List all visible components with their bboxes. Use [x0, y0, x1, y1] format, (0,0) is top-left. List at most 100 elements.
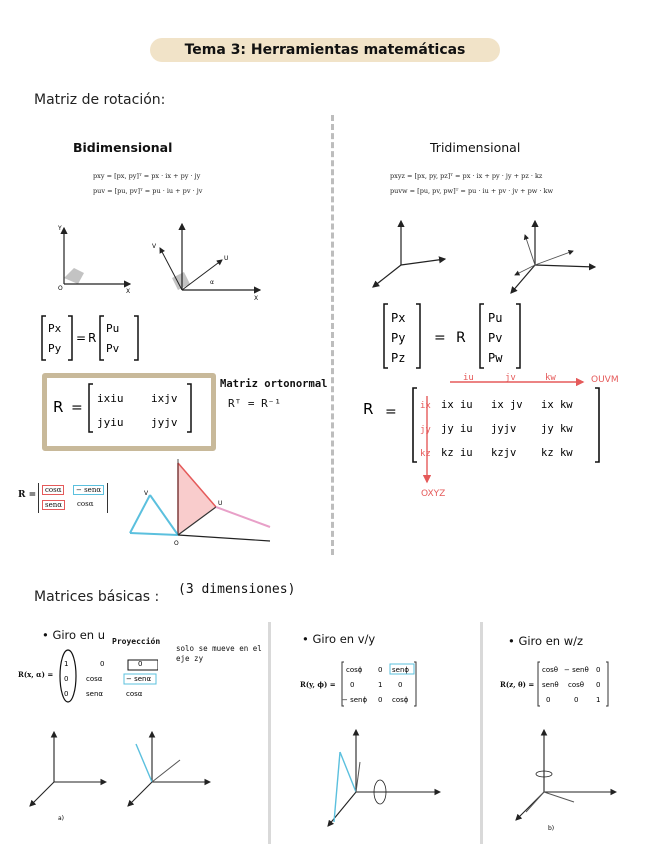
panel-divider-2 — [480, 622, 483, 844]
panel2-matrix: cosϕ 0 senϕ 0 1 0 − senϕ 0 cosϕ — [341, 661, 417, 707]
p1-c7: senα — [86, 690, 103, 698]
tri-hdr-2: kw — [545, 373, 556, 383]
panel3-matrix-label: R(z, θ) = — [500, 680, 535, 689]
tri-vr-1: Pv — [488, 331, 502, 345]
p2-c3: 0 — [350, 681, 354, 689]
small-R-c3: cosα — [77, 500, 94, 508]
small-R-c1: − senα — [73, 485, 105, 495]
rotation-heading: Matriz de rotación: — [34, 92, 166, 108]
small-R-c2: senα — [42, 500, 65, 510]
r-matrix-box — [42, 373, 216, 451]
p3-c3: senθ — [542, 681, 559, 689]
panel3-diagram: b) — [515, 728, 618, 832]
tri-R-c2: ix kw — [541, 399, 573, 411]
p3-c0: cosθ — [542, 666, 558, 674]
tri-eq2: puvw = [pu, pv, pw]ᵀ = pu · iu + pv · jv… — [390, 187, 554, 195]
p3-c2: 0 — [596, 666, 600, 674]
small-R-matrix: cosα − senα senα cosα — [38, 483, 108, 513]
bi-vec-R: R — [88, 331, 96, 345]
p2-c7: 0 — [378, 696, 382, 704]
p1-c5: − senα — [126, 675, 151, 683]
page-title: Tema 3: Herramientas matemáticas — [150, 38, 500, 62]
tri-R-eq: = — [385, 404, 397, 420]
p2-c6: − senϕ — [342, 696, 367, 704]
tri-axes-diagrams — [372, 219, 597, 294]
tri-side-2: kz — [420, 449, 431, 459]
bi-vl-0: Px — [48, 322, 62, 335]
bi-vr-1: Pv — [106, 342, 120, 355]
p1-c2: 0 — [138, 660, 142, 668]
bi-rotation-diagram: V U O — [129, 459, 271, 547]
bi-heading: Bidimensional — [73, 140, 173, 155]
p2-c8: cosϕ — [392, 696, 409, 704]
rot-o-label: O — [174, 540, 179, 547]
p3-c5: 0 — [596, 681, 600, 689]
tri-vr-0: Pu — [488, 311, 502, 325]
bi-r-matrix: R = ixiu ixjv jyiu jyjv — [53, 383, 192, 433]
bi-R-c2: jyiu — [97, 416, 124, 429]
axis-o-label: O — [58, 285, 63, 292]
tri-ouvm-label: OUVM — [591, 375, 619, 385]
panel2-matrix-label: R(y, ϕ) = — [300, 680, 336, 689]
p3-c4: cosθ — [568, 681, 584, 689]
p1-c4: cosα — [86, 675, 103, 683]
bi-R-c0: ixiu — [97, 392, 124, 405]
tri-side-0: ix — [420, 401, 431, 411]
panel1-title: • Giro en u — [42, 628, 106, 642]
panel3-caption: b) — [548, 825, 554, 832]
small-R-c0: cosα — [42, 485, 65, 495]
tri-r-matrix: R = iu jv kw OUVM ix jy kz OXYZ ix iu ix… — [363, 373, 619, 499]
tri-hdr-0: iu — [463, 373, 474, 383]
bi-eq2: puv = [pu, pv]ᵀ = pu · iu + pv · jv — [93, 187, 203, 195]
axis-v-label: V — [152, 243, 157, 250]
tri-heading: Tridimensional — [430, 140, 521, 155]
bi-vector-equation: Px Py = R Pu Pv — [41, 315, 139, 361]
tri-vec-R: R — [456, 330, 466, 346]
bi-R-label: R — [53, 398, 63, 416]
axis-u-label: U — [224, 255, 228, 262]
panel2-title: • Giro en v/y — [302, 632, 376, 646]
p3-c1: − senθ — [564, 666, 589, 674]
tri-R-c8: kz kw — [541, 447, 573, 459]
p1-c6: 0 — [64, 690, 68, 698]
panel1-matrix: 1 0 0 0 cosα − senα 0 senα cosα — [59, 649, 158, 703]
rot-u-label: U — [218, 500, 222, 507]
tri-vl-0: Px — [391, 311, 405, 325]
panel3-title: • Giro en w/z — [508, 634, 584, 648]
bi-eq1: pxy = [px, py]ᵀ = px · ix + py · jy — [93, 172, 201, 180]
bi-vr-0: Pu — [106, 322, 119, 335]
p1-c0: 1 — [64, 660, 68, 668]
bi-vl-1: Py — [48, 342, 62, 355]
tri-R-c5: jy kw — [541, 423, 573, 435]
tri-hdr-1: jv — [505, 373, 516, 383]
tri-oxyz-label: OXYZ — [421, 489, 445, 499]
axis-x2-label: X — [254, 295, 258, 302]
p3-c6: 0 — [546, 696, 550, 704]
panel1-diagrams: a) — [29, 730, 212, 822]
tri-eq1: pxyz = [px, py, pz]ᵀ = px · ix + py · jy… — [390, 172, 543, 180]
p2-c2: senϕ — [392, 666, 409, 674]
ortho-note: Matriz ortonormal — [220, 378, 328, 390]
tri-R-c4: jyjv — [491, 423, 516, 435]
tri-vr-2: Pw — [488, 351, 503, 365]
panel1-annot2: solo se mueve en el eje zy — [176, 644, 262, 663]
panel1-matrix-label: R(x, α) = — [18, 670, 54, 679]
basic-heading: Matrices básicas : — [34, 589, 160, 605]
p2-c1: 0 — [378, 666, 382, 674]
tri-R-c7: kzjv — [491, 447, 516, 459]
axis-x-label: X — [126, 288, 130, 295]
p3-c8: 1 — [596, 696, 600, 704]
p2-c4: 1 — [378, 681, 382, 689]
basic-heading-note: (3 dimensiones) — [178, 582, 296, 597]
p1-c3: 0 — [64, 675, 68, 683]
bi-R-c1: ixjv — [151, 392, 178, 405]
tri-R-c6: kz iu — [441, 447, 473, 459]
p2-c5: 0 — [398, 681, 402, 689]
bi-R-c3: jyjv — [151, 416, 178, 429]
tri-R-label: R — [363, 400, 373, 418]
bi-eq-sign: = — [76, 331, 86, 345]
bi-axes-diagrams: Y X O V U α X — [57, 222, 262, 302]
p1-c1: 0 — [100, 660, 104, 668]
ortho-note2: Rᵀ = R⁻¹ — [228, 397, 281, 410]
axis-alpha-label: α — [210, 279, 214, 286]
